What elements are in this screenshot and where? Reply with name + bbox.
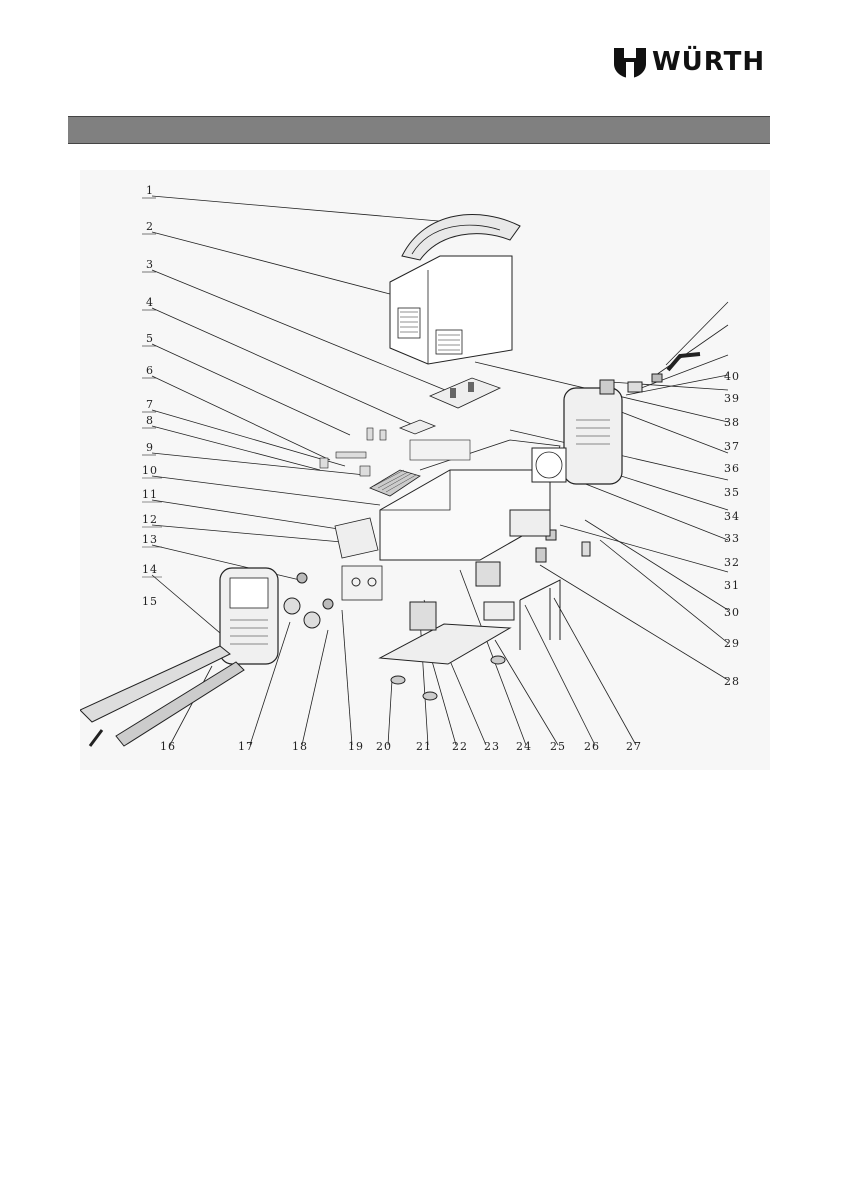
- callout-7: 7: [146, 398, 154, 411]
- wurth-logo-icon: [612, 44, 648, 80]
- callout-6: 6: [146, 364, 154, 377]
- diagram-drawing: [80, 170, 770, 770]
- callout-24: 24: [516, 740, 532, 753]
- callout-21: 21: [416, 740, 432, 753]
- exploded-parts-diagram: 1 2 3 4 5 6 7 8 9 10 11 12 13 14 15 16 1…: [80, 170, 770, 770]
- callout-35: 35: [724, 486, 740, 499]
- callout-25: 25: [550, 740, 566, 753]
- callout-15: 15: [142, 595, 158, 608]
- callout-28: 28: [724, 675, 740, 688]
- callout-3: 3: [146, 258, 154, 271]
- callout-22: 22: [452, 740, 468, 753]
- callout-19: 19: [348, 740, 364, 753]
- callout-39: 39: [724, 392, 740, 405]
- callout-26: 26: [584, 740, 600, 753]
- callout-23: 23: [484, 740, 500, 753]
- callout-4: 4: [146, 296, 154, 309]
- callout-30: 30: [724, 606, 740, 619]
- callout-13: 13: [142, 533, 158, 546]
- callout-1: 1: [146, 184, 154, 197]
- brand-name: WÜRTH: [652, 44, 765, 80]
- callout-40: 40: [724, 370, 740, 383]
- callout-38: 38: [724, 416, 740, 429]
- callout-16: 16: [160, 740, 176, 753]
- callout-37: 37: [724, 440, 740, 453]
- callout-10: 10: [142, 464, 158, 477]
- callout-2: 2: [146, 220, 154, 233]
- callout-33: 33: [724, 532, 740, 545]
- callout-36: 36: [724, 462, 740, 475]
- callout-27: 27: [626, 740, 642, 753]
- callout-32: 32: [724, 556, 740, 569]
- callout-12: 12: [142, 513, 158, 526]
- wurth-logo: WÜRTH: [612, 44, 768, 80]
- callout-17: 17: [238, 740, 254, 753]
- callout-18: 18: [292, 740, 308, 753]
- callout-14: 14: [142, 563, 158, 576]
- callout-5: 5: [146, 332, 154, 345]
- callout-29: 29: [724, 637, 740, 650]
- callout-20: 20: [376, 740, 392, 753]
- section-header-bar: [68, 116, 770, 144]
- callout-8: 8: [146, 414, 154, 427]
- callout-11: 11: [142, 488, 158, 501]
- callout-34: 34: [724, 510, 740, 523]
- callout-9: 9: [146, 441, 154, 454]
- callout-31: 31: [724, 579, 740, 592]
